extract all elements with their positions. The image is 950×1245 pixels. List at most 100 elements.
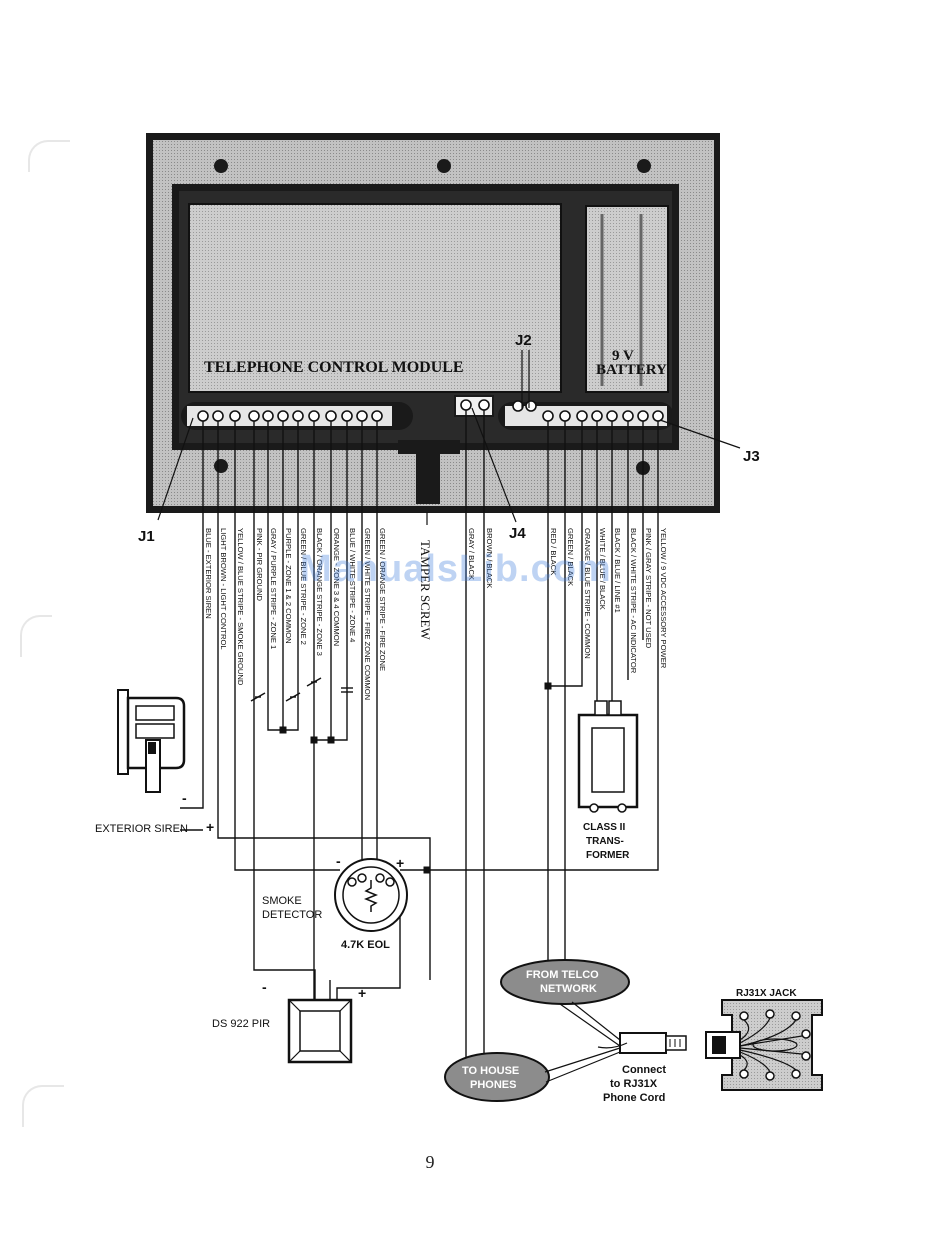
rj31x-plug <box>544 1001 687 1083</box>
j1-terminal <box>262 410 274 422</box>
j3-wire-label: PINK / GRAY STRIPE - NOT USED <box>644 528 653 649</box>
wire-zone-1 <box>267 421 283 731</box>
wire-pir-power <box>336 880 401 1000</box>
wire-junction <box>544 682 552 690</box>
j1-wire-label: BLUE - EXTERIOR SIREN <box>204 528 213 619</box>
rj31x-jack <box>705 999 823 1091</box>
eol-resistor-label: 4.7K EOL <box>341 939 390 951</box>
j3-wire-label: BLACK / WHITE STRIPE - AC INDICATOR <box>629 528 638 674</box>
exterior-siren <box>117 689 186 793</box>
j4-terminal <box>478 399 490 411</box>
j3-terminal <box>559 410 571 422</box>
j3-terminal <box>606 410 618 422</box>
rj31x-jack-label: RJ31X JACK <box>736 988 797 999</box>
j4-wire-label: GRAY / BLACK <box>467 528 476 580</box>
j4-label: J4 <box>509 525 526 542</box>
j4-wire-label: BROWN / BLACK <box>485 528 494 588</box>
wire-accessory-power <box>427 421 659 871</box>
smoke-minus: - <box>336 853 341 869</box>
connect-label-2: to RJ31X <box>610 1078 658 1090</box>
j1-wire-label: YELLOW / BLUE STRIPE - SMOKE GROUND <box>236 528 245 686</box>
telco-label-2: NETWORK <box>540 983 597 995</box>
j3-wire-label: YELLOW / 9 VDC ACCESSORY POWER <box>659 528 668 669</box>
transformer-label-2: TRANS- <box>586 836 624 847</box>
j1-terminal <box>308 410 320 422</box>
mounting-hole <box>437 159 451 173</box>
pir-sensor <box>287 998 353 1064</box>
tamper-screw-label: TAMPER SCREW <box>418 540 433 640</box>
j4-terminal <box>460 399 472 411</box>
j2-terminal <box>512 400 524 412</box>
battery-compartment <box>585 205 669 393</box>
j3-terminal <box>637 410 649 422</box>
wire-zone-2 <box>283 421 299 731</box>
house-phones-label-2: PHONES <box>470 1079 516 1091</box>
telco-label-1: FROM TELCO <box>526 969 599 981</box>
wire-exterior-siren <box>180 421 204 809</box>
j1-wire-label: PINK - PIR GROUND <box>255 528 264 602</box>
j1-terminal <box>356 410 368 422</box>
wire-junction <box>423 866 431 874</box>
pir-label: DS 922 PIR <box>212 1018 270 1030</box>
j1-wire-label: GREEN / ORANGE STRIPE - FIRE ZONE <box>378 528 387 671</box>
j2-terminal <box>525 400 537 412</box>
smoke-detector-label-2: DETECTOR <box>262 909 322 921</box>
pir-minus: - <box>262 979 267 995</box>
j1-wire-label: LIGHT BROWN - LIGHT CONTROL <box>219 528 228 650</box>
wire-junction <box>279 726 287 734</box>
wire-label-group: BLUE - EXTERIOR SIREN LIGHT BROWN - LIGHT… <box>204 528 668 700</box>
module-display-area <box>188 203 562 393</box>
battery-label-voltage: 9 V <box>612 348 634 364</box>
transformer-label-3: FORMER <box>586 850 630 861</box>
j1-terminal <box>341 410 353 422</box>
j3-terminal <box>576 410 588 422</box>
j1-wire-label: BLUE / WHITE STRIPE - ZONE 4 <box>348 528 357 642</box>
mounting-hole <box>637 159 651 173</box>
telco-network-bubble <box>500 959 630 1005</box>
battery-label: BATTERY <box>596 362 667 378</box>
smoke-detector <box>334 858 408 932</box>
j3-terminal <box>652 410 664 422</box>
wire-smoke-ground <box>234 421 340 871</box>
j3-label: J3 <box>743 448 760 465</box>
wire-light-control <box>217 421 431 980</box>
j1-label: J1 <box>138 528 155 545</box>
connect-label-1: Connect <box>622 1064 666 1076</box>
j3-wire-label: GREEN / BLACK <box>566 528 575 586</box>
exterior-siren-label: EXTERIOR SIREN <box>95 823 188 835</box>
j1-terminal <box>292 410 304 422</box>
j3-wire-label: ORANGE / BLUE STRIPE - COMMON <box>583 528 592 659</box>
transformer-label-1: CLASS II <box>583 822 625 833</box>
j1-wire-label: PURPLE - ZONE 1 & 2 COMMON <box>284 528 293 644</box>
j1-terminal <box>229 410 241 422</box>
j1-wire-label: GRAY / PURPLE STRIPE - ZONE 1 <box>269 528 278 649</box>
scan-mark-left-bottom <box>22 1085 64 1127</box>
smoke-detector-label-1: SMOKE <box>262 895 302 907</box>
wire-zone-4 <box>331 421 348 741</box>
j3-terminal <box>542 410 554 422</box>
j3-wire-label: RED / BLACK <box>549 528 558 575</box>
pir-plus: + <box>358 985 366 1001</box>
j3-terminal <box>591 410 603 422</box>
j1-terminal <box>325 410 337 422</box>
wire-junction <box>327 736 335 744</box>
control-module <box>146 133 720 513</box>
connect-label-3: Phone Cord <box>603 1092 665 1104</box>
j1-terminal <box>371 410 383 422</box>
j3-wire-label: WHITE / BLUE / BLACK <box>598 528 607 610</box>
wire-pir-ground <box>253 421 316 1000</box>
house-phones-bubble <box>444 1052 550 1102</box>
j1-wire-label: GREEN / BLUE STRIPE - ZONE 2 <box>299 528 308 645</box>
transformer <box>577 700 639 813</box>
watermark: ManualsLib.com <box>300 548 612 590</box>
j1-wire-label: ORANGE - ZONE 3 & 4 COMMON <box>332 528 341 646</box>
scan-mark-top-left <box>28 140 70 172</box>
page-number: 9 <box>425 1152 435 1172</box>
j3-terminal <box>622 410 634 422</box>
j1-terminal <box>277 410 289 422</box>
j1-terminal <box>248 410 260 422</box>
scan-mark-left-mid <box>20 615 52 657</box>
j2-label: J2 <box>515 332 532 349</box>
siren-plus: + <box>206 819 214 835</box>
